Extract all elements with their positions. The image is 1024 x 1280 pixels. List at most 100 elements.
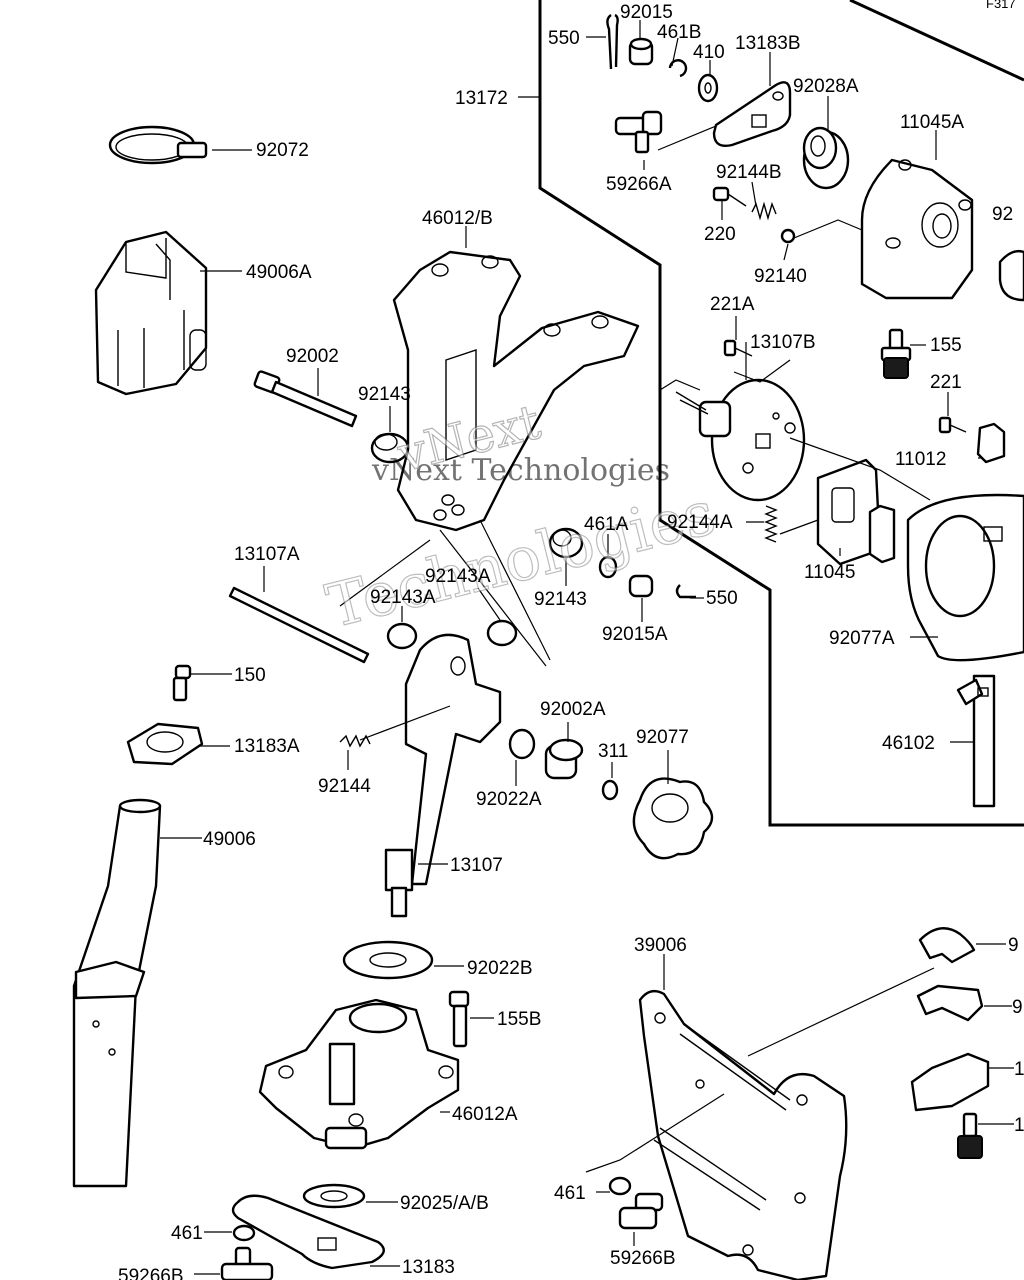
shift-rod-46102	[956, 674, 996, 808]
bolt-155	[880, 328, 912, 379]
label-155: 155	[930, 335, 962, 356]
collar-92143-top	[370, 432, 410, 464]
clamp-right-3	[910, 1052, 990, 1112]
bushing-92028a	[802, 126, 850, 190]
cotter-pin-550-mid	[675, 584, 696, 599]
label-92143a-b: 92143A	[370, 587, 436, 608]
plate-13183a	[126, 722, 204, 766]
label-92015a: 92015A	[602, 624, 668, 645]
label-550-mid: 550	[706, 588, 738, 609]
bolt-92002	[253, 370, 358, 428]
washer-410	[697, 73, 719, 103]
disc-13107b	[675, 378, 806, 502]
cotter-pin-550-top	[606, 13, 619, 70]
label-13183: 13183	[402, 1257, 455, 1278]
fitting-59266a	[614, 110, 663, 154]
clip-461-bottom	[608, 1176, 632, 1196]
label-right-3: 1	[1014, 1059, 1024, 1080]
spring-92144	[339, 734, 371, 748]
label-13183a: 13183A	[234, 736, 300, 757]
shaft-13107	[384, 633, 502, 918]
label-92143-mid: 92143	[534, 589, 587, 610]
label-92002a: 92002A	[540, 699, 606, 720]
washer-311	[601, 779, 619, 801]
label-92025-a-b: 92025/A/B	[400, 1193, 489, 1214]
ball-92140	[780, 228, 796, 244]
part-labels: 92015 550 461B 410 13183B 13172 92028A 1…	[118, 2, 1024, 1280]
block-11012	[976, 422, 1006, 464]
label-46102: 46102	[882, 733, 935, 754]
nut-92015a	[628, 574, 654, 598]
bracket-46012b	[392, 250, 640, 532]
bushing-right-1	[918, 927, 976, 964]
label-92002: 92002	[286, 346, 339, 367]
frame-top-edge	[849, 0, 1024, 82]
label-461-left: 461	[171, 1223, 203, 1244]
watermark-line3: Technologies	[320, 478, 722, 642]
label-59266b: 59266B	[610, 1248, 676, 1269]
label-92-right: 92	[992, 204, 1013, 225]
boot-cover-49006a	[94, 230, 208, 396]
label-220: 220	[704, 224, 736, 245]
subassembly-frame	[538, 0, 1024, 827]
label-461-bottom: 461	[554, 1183, 586, 1204]
label-92028a: 92028A	[793, 76, 859, 97]
label-155b: 155B	[497, 1009, 541, 1030]
page-code: F317	[986, 0, 1016, 11]
label-92022b: 92022B	[467, 958, 533, 979]
label-92022a: 92022A	[476, 789, 542, 810]
label-311: 311	[598, 741, 628, 762]
label-13107b: 13107B	[750, 332, 816, 353]
spring-92144a	[764, 505, 778, 543]
bolt-155b	[448, 990, 470, 1048]
label-92143-top: 92143	[358, 384, 411, 405]
label-92143a-a: 92143A	[425, 566, 491, 587]
label-13183b: 13183B	[735, 33, 801, 54]
screw-221	[938, 416, 967, 434]
label-11012: 11012	[895, 449, 946, 470]
label-right-1: 9	[1008, 935, 1019, 956]
screw-220	[712, 186, 747, 207]
cap-nut-92002a	[544, 738, 584, 780]
label-49006a: 49006A	[246, 262, 312, 283]
label-410: 410	[693, 42, 725, 63]
label-right-4: 1	[1014, 1115, 1024, 1136]
screw-150	[172, 664, 192, 702]
lever-13183	[231, 1194, 385, 1270]
nut-92015	[628, 37, 654, 66]
label-49006: 49006	[203, 829, 256, 850]
rod-13107a	[228, 586, 370, 664]
ring-right-edge	[998, 249, 1024, 302]
label-92077a: 92077A	[829, 628, 895, 649]
fitting-59266b	[618, 1192, 664, 1230]
fitting-59266b-left	[220, 1246, 274, 1280]
washer-92025-a-b	[302, 1183, 366, 1209]
cap-92077a	[906, 493, 1024, 662]
washer-92143a-right	[486, 619, 518, 647]
label-461a: 461A	[584, 514, 629, 535]
hose-clamp-92072	[108, 125, 208, 165]
clip-461b	[668, 59, 688, 78]
label-92144: 92144	[318, 776, 371, 797]
frame-39006	[638, 989, 848, 1280]
clip-461-left	[232, 1224, 256, 1242]
label-550-top: 550	[548, 28, 580, 49]
label-59266b-left: 59266B	[118, 1266, 184, 1280]
label-92077: 92077	[636, 727, 689, 748]
spring-92144b	[751, 201, 777, 221]
label-39006: 39006	[634, 935, 687, 956]
label-59266a: 59266A	[606, 174, 672, 195]
leader-lines	[160, 20, 1014, 1275]
tube-49006	[72, 798, 162, 1188]
washer-92022b	[342, 940, 434, 980]
label-right-2: 9	[1012, 997, 1023, 1018]
housing-46012a	[258, 998, 460, 1150]
label-46012b: 46012/B	[422, 208, 493, 229]
label-11045: 11045	[804, 562, 855, 583]
label-92015: 92015	[620, 2, 673, 23]
screw-221a	[723, 339, 753, 357]
label-221: 221	[930, 372, 962, 393]
plate-11045	[816, 458, 896, 566]
collar-92143-mid	[548, 527, 584, 559]
